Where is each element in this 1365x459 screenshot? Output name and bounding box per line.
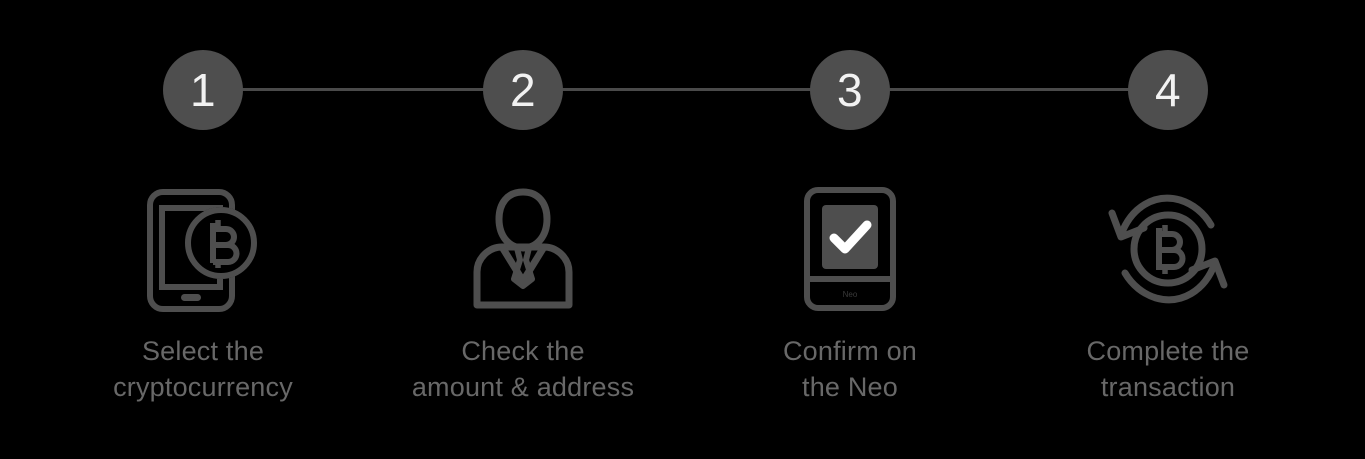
phone-bitcoin-icon — [138, 184, 268, 314]
step-number-label-1: 1 — [189, 64, 217, 116]
step-number-badge-1[interactable]: 1 — [163, 50, 243, 130]
step-item-2[interactable]: 2 Check the amount & address — [373, 0, 673, 459]
step-number-label-2: 2 — [509, 64, 537, 116]
step-item-1[interactable]: 1 Select the cryptocurrency — [53, 0, 353, 459]
step-number-badge-2[interactable]: 2 — [483, 50, 563, 130]
step-item-3[interactable]: 3 Neo Confirm on the Neo — [700, 0, 1000, 459]
step-number-label-3: 3 — [836, 64, 864, 116]
step-number-badge-4[interactable]: 4 — [1128, 50, 1208, 130]
step-number-badge-3[interactable]: 3 — [810, 50, 890, 130]
svg-text:Neo: Neo — [843, 290, 858, 299]
hardware-wallet-checkmark-icon: Neo — [785, 184, 915, 314]
step-caption-2: Check the amount & address — [411, 336, 635, 402]
progress-connector-line — [203, 88, 1169, 91]
bitcoin-exchange-arrows-icon — [1103, 184, 1233, 314]
person-user-icon — [458, 184, 588, 314]
step-item-4[interactable]: 4 Complete the transaction — [1018, 0, 1318, 459]
step-caption-3: Confirm on the Neo — [782, 336, 918, 402]
step-caption-1: Select the cryptocurrency — [113, 336, 293, 402]
step-number-label-4: 4 — [1154, 64, 1182, 116]
step-caption-4: Complete the transaction — [1086, 336, 1250, 402]
